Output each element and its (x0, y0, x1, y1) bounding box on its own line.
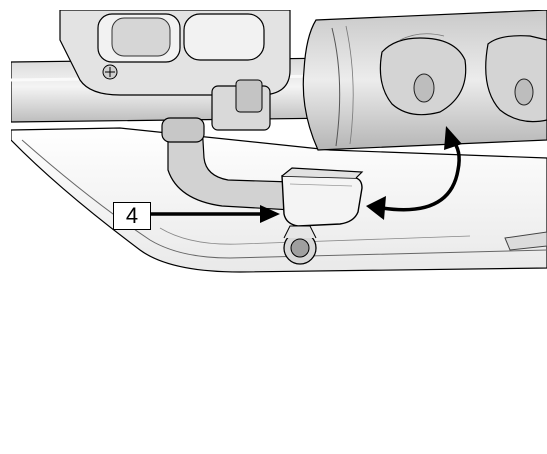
callout-number-4: 4 (113, 202, 151, 230)
mount-bracket (161, 117, 293, 211)
callout-label: 4 (125, 203, 139, 228)
callout-arrow (151, 205, 280, 223)
lever-pivot (211, 79, 271, 131)
hand-grip (302, 10, 547, 151)
rotation-arrow (366, 126, 462, 220)
clamp-screw (283, 225, 317, 265)
switch-housing (59, 10, 291, 96)
clamp-block (281, 167, 364, 227)
handlebar-illustration (11, 10, 547, 454)
